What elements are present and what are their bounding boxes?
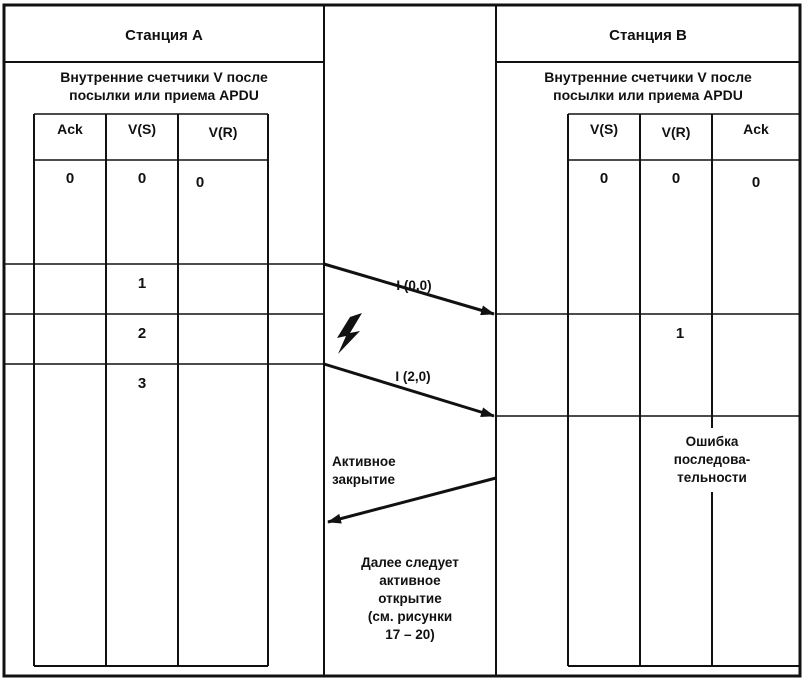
station-a-vs-step2: 2 <box>138 325 146 342</box>
error-label-background <box>662 428 762 492</box>
station-b-col-vs: V(S) <box>590 121 618 137</box>
frame2-arrow <box>323 362 495 418</box>
station-a-init-vr: 0 <box>196 174 204 191</box>
station-a-col-vr: V(R) <box>209 124 238 140</box>
station-a-init-vs: 0 <box>138 170 146 187</box>
station-b-col-ack: Ack <box>743 121 769 137</box>
station-b-grid <box>496 61 800 667</box>
station-b-col-vr: V(R) <box>662 124 691 140</box>
active-close-arrow <box>327 476 497 524</box>
station-a-vs-step1: 1 <box>138 275 146 292</box>
lightning-bolt-icon <box>337 313 362 354</box>
station-a-col-ack: Ack <box>57 121 83 137</box>
next-step-line4: (см. рисунки <box>368 609 452 624</box>
station-b-title: Станция В <box>609 27 687 44</box>
active-close-label-line2: закрытие <box>332 472 395 487</box>
station-b-subtitle-line1: Внутренние счетчики V после <box>544 69 752 85</box>
station-b-init-vs: 0 <box>600 170 608 187</box>
active-close-label-line1: Активное <box>332 454 396 469</box>
station-a-subtitle-line2: посылки или приема APDU <box>69 87 259 103</box>
station-a-subtitle-line1: Внутренние счетчики V после <box>60 69 268 85</box>
station-a-grid <box>4 61 324 667</box>
next-step-line1: Далее следует <box>361 555 459 570</box>
station-a-init-ack: 0 <box>66 170 74 187</box>
station-b-init-ack: 0 <box>752 174 760 191</box>
station-a-vs-step3: 3 <box>138 375 146 392</box>
station-b-subtitle-line2: посылки или приема APDU <box>553 87 743 103</box>
error-label-line3: тельности <box>677 470 747 485</box>
next-step-line3: открытие <box>378 591 442 606</box>
station-b-vr-step1: 1 <box>676 325 684 342</box>
frame1-label: I (0,0) <box>396 278 431 293</box>
station-a-title: Станция А <box>125 27 203 44</box>
error-label-line1: Ошибка <box>686 434 739 449</box>
next-step-line2: активное <box>379 573 441 588</box>
station-a-col-vs: V(S) <box>128 121 156 137</box>
frame2-label: I (2,0) <box>395 369 430 384</box>
frame1-arrow <box>323 262 495 316</box>
outer-frame <box>2 3 802 678</box>
station-b-init-vr: 0 <box>672 170 680 187</box>
next-step-line5: 17 – 20) <box>385 627 435 642</box>
error-label-line2: последова- <box>674 452 751 467</box>
